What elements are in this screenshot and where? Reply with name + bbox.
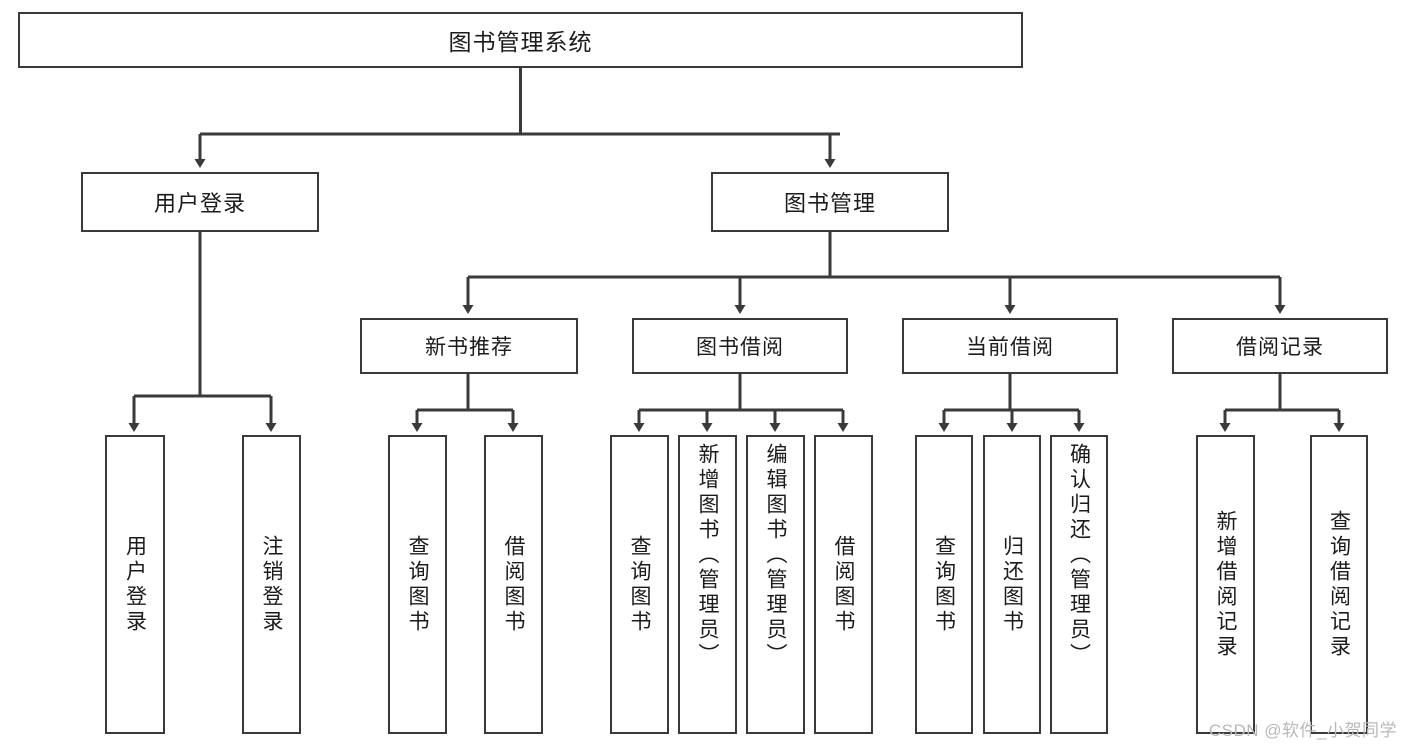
- leaf-label: 注销登录: [260, 534, 283, 635]
- node-leaf-add-book[interactable]: 新增图书（管理员）: [678, 435, 737, 734]
- leaf-label: 查询图书: [932, 534, 956, 635]
- leaf-label: 查询借阅记录: [1327, 509, 1351, 660]
- node-new-book-recommend[interactable]: 新书推荐: [360, 318, 578, 374]
- node-root[interactable]: 图书管理系统: [18, 12, 1023, 68]
- leaf-label: 新增图书（管理员）: [696, 443, 719, 668]
- node-leaf-query-book-3[interactable]: 查询图书: [915, 435, 973, 734]
- node-leaf-user-logout[interactable]: 注销登录: [242, 435, 301, 734]
- node-book-borrow[interactable]: 图书借阅: [632, 318, 848, 374]
- node-leaf-return-book[interactable]: 归还图书: [983, 435, 1041, 734]
- node-leaf-borrow-book-2[interactable]: 借阅图书: [814, 435, 873, 734]
- leaf-label: 用户登录: [123, 534, 147, 635]
- leaf-label: 新增借阅记录: [1214, 509, 1237, 660]
- node-leaf-confirm-return[interactable]: 确认归还（管理员）: [1050, 435, 1108, 734]
- node-leaf-query-record[interactable]: 查询借阅记录: [1310, 435, 1368, 734]
- leaf-label: 确认归还（管理员）: [1067, 443, 1091, 668]
- leaf-label: 查询图书: [406, 534, 429, 635]
- watermark: CSDN @软件_小贺同学: [1208, 721, 1397, 740]
- node-leaf-query-book-1[interactable]: 查询图书: [388, 435, 447, 734]
- leaf-label: 查询图书: [628, 534, 651, 635]
- leaf-label: 借阅图书: [832, 534, 855, 635]
- node-book-manage[interactable]: 图书管理: [711, 172, 949, 232]
- node-leaf-add-record[interactable]: 新增借阅记录: [1196, 435, 1255, 734]
- node-leaf-borrow-book-1[interactable]: 借阅图书: [484, 435, 543, 734]
- node-leaf-user-login[interactable]: 用户登录: [105, 435, 165, 734]
- node-current-borrow[interactable]: 当前借阅: [902, 318, 1118, 374]
- leaf-label: 借阅图书: [502, 534, 525, 635]
- node-leaf-edit-book[interactable]: 编辑图书（管理员）: [746, 435, 805, 734]
- leaf-label: 编辑图书（管理员）: [764, 443, 787, 668]
- node-borrow-record[interactable]: 借阅记录: [1172, 318, 1388, 374]
- node-leaf-query-book-2[interactable]: 查询图书: [610, 435, 669, 734]
- node-user-login[interactable]: 用户登录: [81, 172, 319, 232]
- leaf-label: 归还图书: [1000, 534, 1024, 635]
